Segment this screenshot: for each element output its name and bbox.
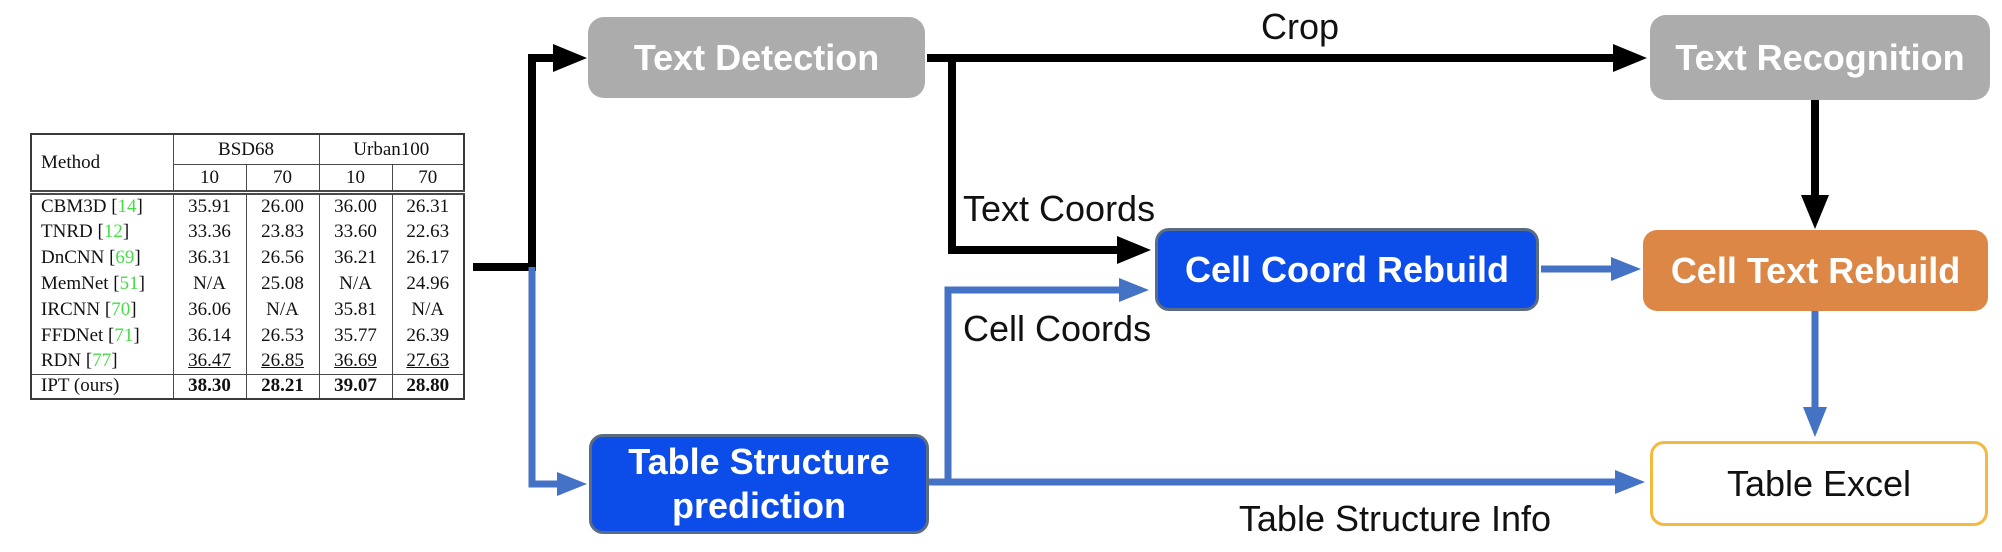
citation-number: 51: [119, 272, 139, 294]
arrow-cell-coords: [944, 278, 1149, 482]
value-cell: 28.80: [391, 374, 465, 399]
col-group-urban100: Urban100: [318, 134, 465, 165]
node-text-recognition: Text Recognition: [1650, 15, 1990, 100]
node-table-excel: Table Excel: [1650, 441, 1988, 526]
method-cell: MemNet [51]: [41, 272, 145, 294]
edge-label-crop: Crop: [1260, 6, 1340, 47]
method-cell: CBM3D [14]: [41, 195, 143, 217]
edge-label-text-coords: Text Coords: [963, 188, 1156, 229]
value-cell: 23.83: [245, 218, 319, 245]
value-cell: 36.31: [172, 244, 246, 271]
value-cell: 35.91: [172, 192, 246, 219]
col-header-noise70: 70: [245, 164, 319, 195]
col-header-noise10: 10: [172, 164, 246, 195]
input-table-image: Method BSD68 Urban100 10 70 10 70 CBM3D …: [30, 133, 466, 400]
value-cell: 35.77: [318, 322, 392, 349]
results-table: Method BSD68 Urban100 10 70 10 70 CBM3D …: [30, 133, 466, 400]
citation-number: 70: [111, 298, 131, 320]
col-group-bsd68: BSD68: [172, 134, 319, 165]
table-header-row: Method BSD68 Urban100: [31, 134, 465, 195]
value-cell: 26.39: [391, 322, 465, 349]
value-cell: 27.63: [391, 348, 465, 375]
value-cell: 36.69: [318, 348, 392, 375]
col-header-noise10b: 10: [318, 164, 392, 195]
arrow-text-coords: [948, 58, 1151, 264]
value-cell: 24.96: [391, 270, 465, 297]
method-cell: FFDNet [71]: [41, 324, 140, 346]
edge-label-cell-coords: Cell Coords: [963, 308, 1152, 349]
value-cell: 33.60: [318, 218, 392, 245]
method-cell: TNRD [12]: [41, 220, 130, 242]
value-cell: 26.56: [245, 244, 319, 271]
node-cell-text-rebuild: Cell Text Rebuild: [1643, 230, 1988, 311]
method-cell: RDN [77]: [41, 350, 118, 372]
value-cell: 36.06: [172, 296, 246, 323]
value-cell: 35.81: [318, 296, 392, 323]
node-text-detection: Text Detection: [588, 17, 925, 98]
citation-number: 14: [117, 195, 137, 217]
arrow-input-to-text-detection: [473, 44, 587, 271]
value-cell: 36.47: [172, 348, 246, 375]
edge-label-table-structure-info: Table Structure Info: [1238, 498, 1552, 539]
value-cell: 26.53: [245, 322, 319, 349]
citation-number: 12: [103, 220, 123, 242]
value-cell: N/A: [245, 296, 319, 323]
node-table-structure-prediction: Table Structure prediction: [589, 434, 929, 534]
value-cell: 36.21: [318, 244, 392, 271]
method-cell: IRCNN [70]: [41, 298, 137, 320]
citation-number: 77: [92, 350, 112, 372]
value-cell: 26.17: [391, 244, 465, 271]
method-cell: DnCNN [69]: [41, 246, 141, 268]
citation-number: 71: [114, 324, 134, 346]
value-cell: 33.36: [172, 218, 246, 245]
value-cell: 26.85: [245, 348, 319, 375]
value-cell: 39.07: [318, 374, 392, 399]
citation-number: 69: [115, 246, 135, 268]
col-header-method: Method: [31, 134, 173, 195]
arrow-input-to-table-structure: [528, 267, 587, 496]
value-cell: N/A: [391, 296, 465, 323]
value-cell: 26.00: [245, 192, 319, 219]
node-cell-coord-rebuild: Cell Coord Rebuild: [1155, 228, 1539, 311]
value-cell: 38.30: [172, 374, 246, 399]
value-cell: 28.21: [245, 374, 319, 399]
value-cell: N/A: [318, 270, 392, 297]
value-cell: 36.14: [172, 322, 246, 349]
value-cell: 36.00: [318, 192, 392, 219]
method-cell: IPT (ours): [31, 374, 173, 399]
value-cell: 22.63: [391, 218, 465, 245]
value-cell: N/A: [172, 270, 246, 297]
table-subheader-row: 10 70 10 70: [31, 164, 465, 195]
value-cell: 25.08: [245, 270, 319, 297]
col-header-noise70b: 70: [391, 164, 465, 195]
value-cell: 26.31: [391, 192, 465, 219]
